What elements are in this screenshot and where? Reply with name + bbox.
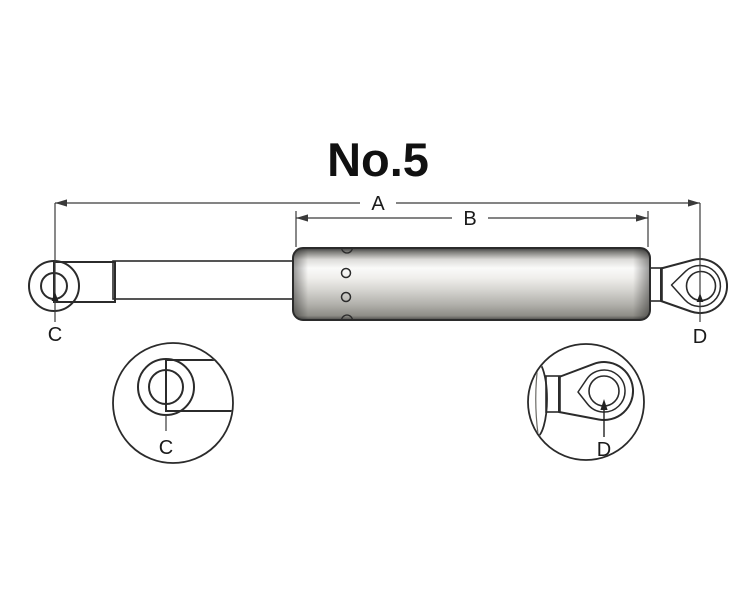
eyelet-d [660, 258, 729, 315]
rod-end-connector-block [53, 261, 116, 303]
detail-c-boundary [112, 342, 234, 464]
arrow-b-left [296, 214, 308, 222]
detail-d-eyelet-inner [577, 369, 626, 413]
detail-d-arrow [600, 399, 608, 410]
vent-hole-upper [340, 267, 352, 279]
arrow-a-left [55, 199, 67, 207]
detail-view-d: D [527, 343, 645, 461]
piston-rod [112, 260, 296, 300]
crimp-notch-top [340, 248, 354, 254]
arrow-a-right [688, 199, 700, 207]
dimension-b-label: B [463, 208, 476, 230]
eyelet-c-ring [28, 260, 80, 312]
callout-d-label: D [693, 326, 707, 348]
arrow-b-right [636, 214, 648, 222]
detail-d-stem [545, 375, 561, 413]
eyelet-d-outer [660, 258, 729, 315]
dimension-annotations: A B C D [48, 193, 707, 348]
detail-c-connector-block [165, 359, 232, 412]
cylinder-body [292, 247, 651, 321]
gas-strut-assembly [28, 247, 729, 321]
callout-d: D [693, 203, 707, 348]
eyelet-d-inner [670, 264, 722, 308]
vent-hole-lower [340, 291, 352, 303]
detail-view-c: C [112, 342, 234, 464]
callout-c-label: C [48, 324, 62, 346]
dimension-b: B [295, 208, 649, 247]
callout-c: C [48, 203, 62, 346]
dimension-a-label: A [371, 193, 385, 215]
figure-title: No.5 [327, 133, 429, 186]
detail-d-eyelet-outer [558, 361, 634, 421]
crimp-notch-bottom [340, 314, 354, 320]
detail-c-hole [148, 369, 184, 405]
detail-d-boundary [527, 343, 645, 461]
detail-c-label: C [159, 437, 173, 459]
arrow-c-hole [51, 292, 59, 301]
detail-d-cap-highlight [535, 363, 539, 435]
dimension-a: A [55, 193, 700, 215]
arrow-d-hole [696, 293, 704, 302]
detail-d-label: D [597, 439, 611, 461]
